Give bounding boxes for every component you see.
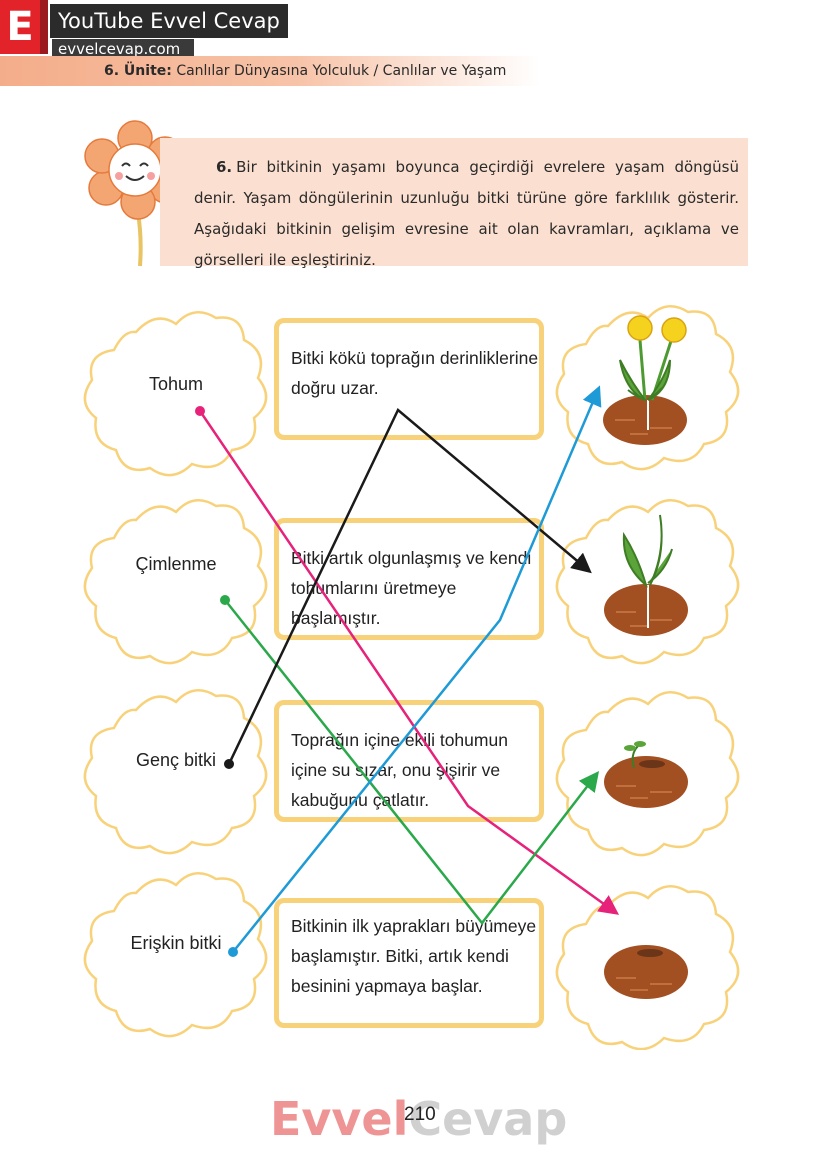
question-text: 6.Bir bitkinin yaşamı boyunca geçirdiği … (194, 152, 739, 276)
concept-label-genc-bitki: Genç bitki (135, 750, 217, 770)
question-number: 6. (216, 158, 233, 176)
flowering-dandelion-icon (603, 315, 687, 445)
match-diagram-backdrop (83, 304, 740, 1050)
description-text-4: Bitkinin ilk yaprakları büyümeye başlamı… (291, 916, 537, 996)
unit-banner (0, 56, 540, 86)
seed-in-soil-icon (604, 945, 688, 999)
unit-heading: 6. Ünite: Canlılar Dünyasına Yolculuk / … (104, 61, 506, 81)
description-box-2: Bitki artık olgunlaşmış ve kendi tohumla… (274, 518, 544, 640)
channel-title: YouTube Evvel Cevap (50, 4, 288, 38)
brand-logo: E (0, 0, 40, 54)
description-box-4: Bitkinin ilk yaprakları büyümeye başlamı… (274, 898, 544, 1028)
question-body: Bir bitkinin yaşamı boyunca geçirdiği ev… (194, 158, 739, 269)
question-box (160, 138, 748, 266)
unit-label: 6. Ünite: (104, 63, 172, 79)
sprouting-seed-icon (604, 741, 688, 808)
watermark-part-1: Evvel (270, 1092, 409, 1146)
match-line-tohum (195, 406, 620, 915)
site-url[interactable]: evvelcevap.com (52, 39, 195, 59)
match-line-eriskin-bitki (228, 385, 602, 957)
match-line-genc-bitki (224, 408, 592, 769)
unit-title: Canlılar Dünyasına Yolculuk / Canlılar v… (176, 63, 507, 79)
match-line-cimlenme (220, 595, 600, 926)
watermark-part-2: Cevap (408, 1092, 568, 1146)
description-text-2: Bitki artık olgunlaşmış ve kendi tohumla… (291, 548, 532, 628)
young-plant-icon (604, 514, 688, 636)
brand-logo-bar (40, 0, 48, 54)
concept-label-eriskin-bitki: Erişkin bitki (130, 933, 222, 953)
description-text-1: Bitki kökü toprağın derinliklerine doğru… (291, 348, 539, 398)
page-number: 210 (404, 1104, 436, 1125)
bottom-watermark: EvvelCevap (270, 1092, 567, 1146)
concept-label-cimlenme: Çimlenme (135, 554, 217, 574)
concept-label-tohum: Tohum (148, 374, 204, 394)
